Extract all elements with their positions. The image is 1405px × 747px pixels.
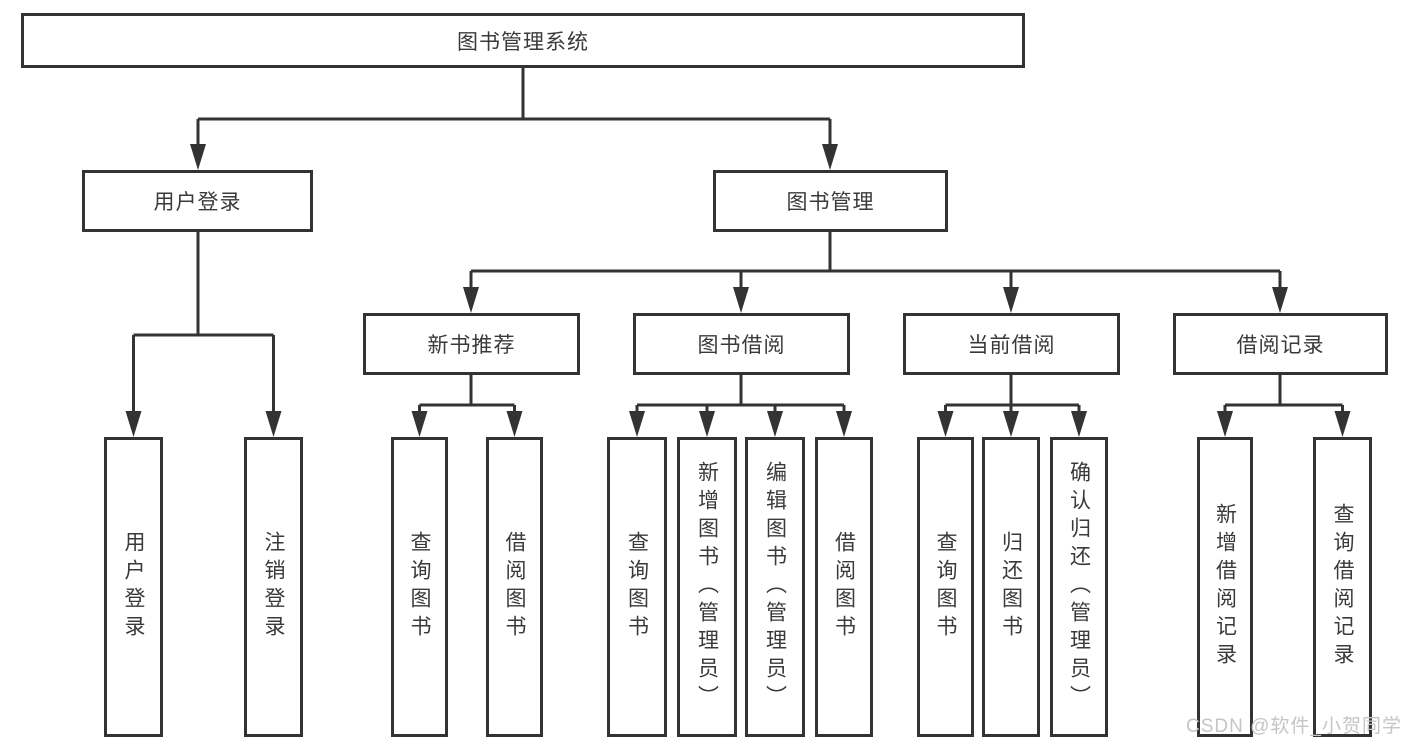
leaf-query-books: 查询图书 (607, 437, 667, 737)
leaf-user-login: 用户登录 (104, 437, 163, 737)
arrowhead (463, 287, 479, 313)
leaf-add-borrow-record: 新增借阅记录 (1197, 437, 1253, 737)
leaf-query-books: 查询图书 (917, 437, 974, 737)
arrowhead (767, 411, 783, 437)
leaf-confirm-return-admin: 确认归还（管理员） (1050, 437, 1108, 737)
arrowhead (265, 411, 282, 437)
leaf-query-books: 查询图书 (391, 437, 448, 737)
arrowhead (629, 411, 645, 437)
leaf-logout: 注销登录 (244, 437, 303, 737)
node-book-management: 图书管理 (713, 170, 948, 232)
leaf-borrow-books: 借阅图书 (815, 437, 873, 737)
node-borrowing-records: 借阅记录 (1173, 313, 1388, 375)
edge-root-to-level2 (190, 68, 838, 170)
edge-current-to-leaves (937, 375, 1087, 437)
csdn-watermark: CSDN @软件_小贺同学 (1186, 716, 1402, 737)
arrowhead (1334, 411, 1351, 437)
arrowhead (1272, 287, 1288, 313)
leaf-add-books-admin: 新增图书（管理员） (677, 437, 737, 737)
node-user-login: 用户登录 (82, 170, 313, 232)
edge-records-to-leaves (1217, 375, 1351, 437)
arrowhead (506, 411, 523, 437)
arrowhead (822, 144, 838, 170)
arrowhead (190, 144, 206, 170)
arrowhead (125, 411, 142, 437)
edge-borrow-to-leaves (629, 375, 852, 437)
arrowhead (1071, 411, 1087, 437)
leaf-edit-books-admin: 编辑图书（管理员） (745, 437, 805, 737)
arrowhead (1217, 411, 1233, 437)
node-book-borrowing: 图书借阅 (633, 313, 850, 375)
leaf-return-books: 归还图书 (982, 437, 1040, 737)
arrowhead (733, 287, 749, 313)
leaf-borrow-books: 借阅图书 (486, 437, 543, 737)
arrowhead (1003, 411, 1019, 437)
arrowhead (699, 411, 715, 437)
leaf-query-borrow-record: 查询借阅记录 (1313, 437, 1372, 737)
arrowhead (1003, 287, 1019, 313)
edge-bookmgmt-to-level3 (463, 232, 1288, 313)
node-current-borrowing: 当前借阅 (903, 313, 1120, 375)
arrowhead (411, 411, 428, 437)
node-new-book-recommendation: 新书推荐 (363, 313, 580, 375)
node-library-management-system: 图书管理系统 (21, 13, 1025, 68)
edge-newbook-to-leaves (411, 375, 523, 437)
arrowhead (836, 411, 852, 437)
arrowhead (937, 411, 954, 437)
edge-userlogin-to-leaves (125, 232, 282, 437)
